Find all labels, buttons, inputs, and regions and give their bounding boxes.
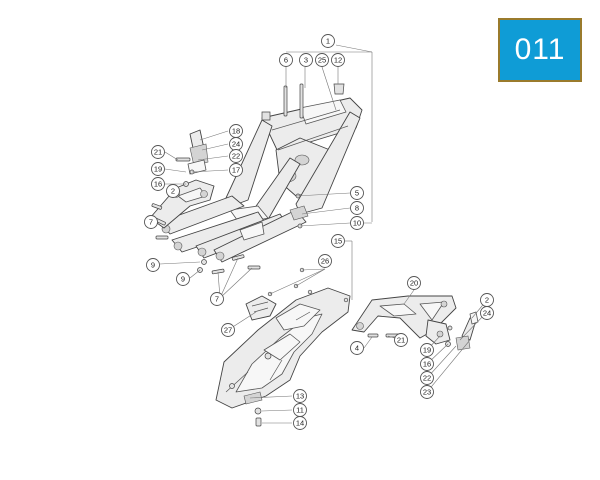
svg-text:3: 3 (304, 56, 308, 65)
callout-22-left: 22 (229, 149, 243, 163)
callout-7-lower: 7 (210, 292, 224, 306)
callout-24-right: 24 (480, 306, 494, 320)
callout-26: 26 (318, 254, 332, 268)
callout-23: 23 (420, 385, 434, 399)
frame-bolts (197, 83, 345, 275)
svg-text:15: 15 (334, 237, 342, 246)
callout-4: 4 (350, 341, 364, 355)
svg-text:27: 27 (224, 326, 232, 335)
callout-12: 12 (331, 53, 345, 67)
svg-text:19: 19 (423, 346, 431, 355)
callout-2-right: 2 (480, 293, 494, 307)
callout-2-left: 2 (166, 184, 180, 198)
svg-text:11: 11 (296, 406, 304, 415)
callout-21-right: 21 (394, 333, 408, 347)
svg-text:2: 2 (171, 187, 175, 196)
svg-text:18: 18 (232, 127, 240, 136)
callout-19-right: 19 (420, 343, 434, 357)
bottom-hardware (254, 407, 262, 427)
callout-17: 17 (229, 163, 243, 177)
svg-text:23: 23 (423, 388, 431, 397)
svg-text:5: 5 (355, 189, 359, 198)
callout-9-left: 9 (146, 258, 160, 272)
undertray (215, 267, 351, 409)
svg-text:7: 7 (215, 295, 219, 304)
svg-text:4: 4 (355, 344, 359, 353)
svg-text:16: 16 (423, 360, 431, 369)
callout-20: 20 (407, 276, 421, 290)
svg-text:21: 21 (154, 148, 162, 157)
rear-subframe (159, 97, 363, 263)
callout-1: 1 (321, 34, 335, 48)
svg-text:9: 9 (181, 275, 185, 284)
callout-13: 13 (293, 389, 307, 403)
callout-16-left: 16 (151, 177, 165, 191)
callout-19-left: 19 (151, 162, 165, 176)
callout-21-left: 21 (151, 145, 165, 159)
svg-text:22: 22 (423, 374, 431, 383)
svg-text:24: 24 (483, 309, 491, 318)
svg-text:25: 25 (318, 56, 326, 65)
callout-18: 18 (229, 124, 243, 138)
svg-text:20: 20 (410, 279, 418, 288)
svg-text:21: 21 (397, 336, 405, 345)
svg-text:6: 6 (284, 56, 288, 65)
callout-5: 5 (350, 186, 364, 200)
svg-text:8: 8 (355, 204, 359, 213)
callout-15: 15 (331, 234, 345, 248)
svg-text:2: 2 (485, 296, 489, 305)
callout-11: 11 (293, 403, 307, 417)
page-number-badge: 011 (498, 18, 582, 82)
svg-text:7: 7 (149, 218, 153, 227)
callout-22-right: 22 (420, 371, 434, 385)
svg-text:16: 16 (154, 180, 162, 189)
leader-lines (159, 44, 488, 424)
svg-text:22: 22 (232, 152, 240, 161)
svg-text:9: 9 (151, 261, 155, 270)
callout-3: 3 (299, 53, 313, 67)
svg-text:13: 13 (296, 392, 304, 401)
svg-text:12: 12 (334, 56, 342, 65)
callout-14: 14 (293, 416, 307, 430)
callout-7-upper: 7 (144, 215, 158, 229)
svg-text:14: 14 (296, 419, 304, 428)
svg-text:10: 10 (353, 219, 361, 228)
page-number: 011 (514, 33, 566, 66)
svg-text:1: 1 (326, 37, 330, 46)
svg-text:24: 24 (232, 140, 240, 149)
callout-24-left: 24 (229, 137, 243, 151)
callout-16-right: 16 (420, 357, 434, 371)
callout-25: 25 (315, 53, 329, 67)
svg-text:17: 17 (232, 166, 240, 175)
callout-27: 27 (221, 323, 235, 337)
svg-text:26: 26 (321, 257, 329, 266)
callout-9-middle: 9 (176, 272, 190, 286)
callout-10: 10 (350, 216, 364, 230)
callout-8: 8 (350, 201, 364, 215)
callout-6: 6 (279, 53, 293, 67)
right-footpeg-bracket (351, 295, 479, 351)
svg-text:19: 19 (154, 165, 162, 174)
